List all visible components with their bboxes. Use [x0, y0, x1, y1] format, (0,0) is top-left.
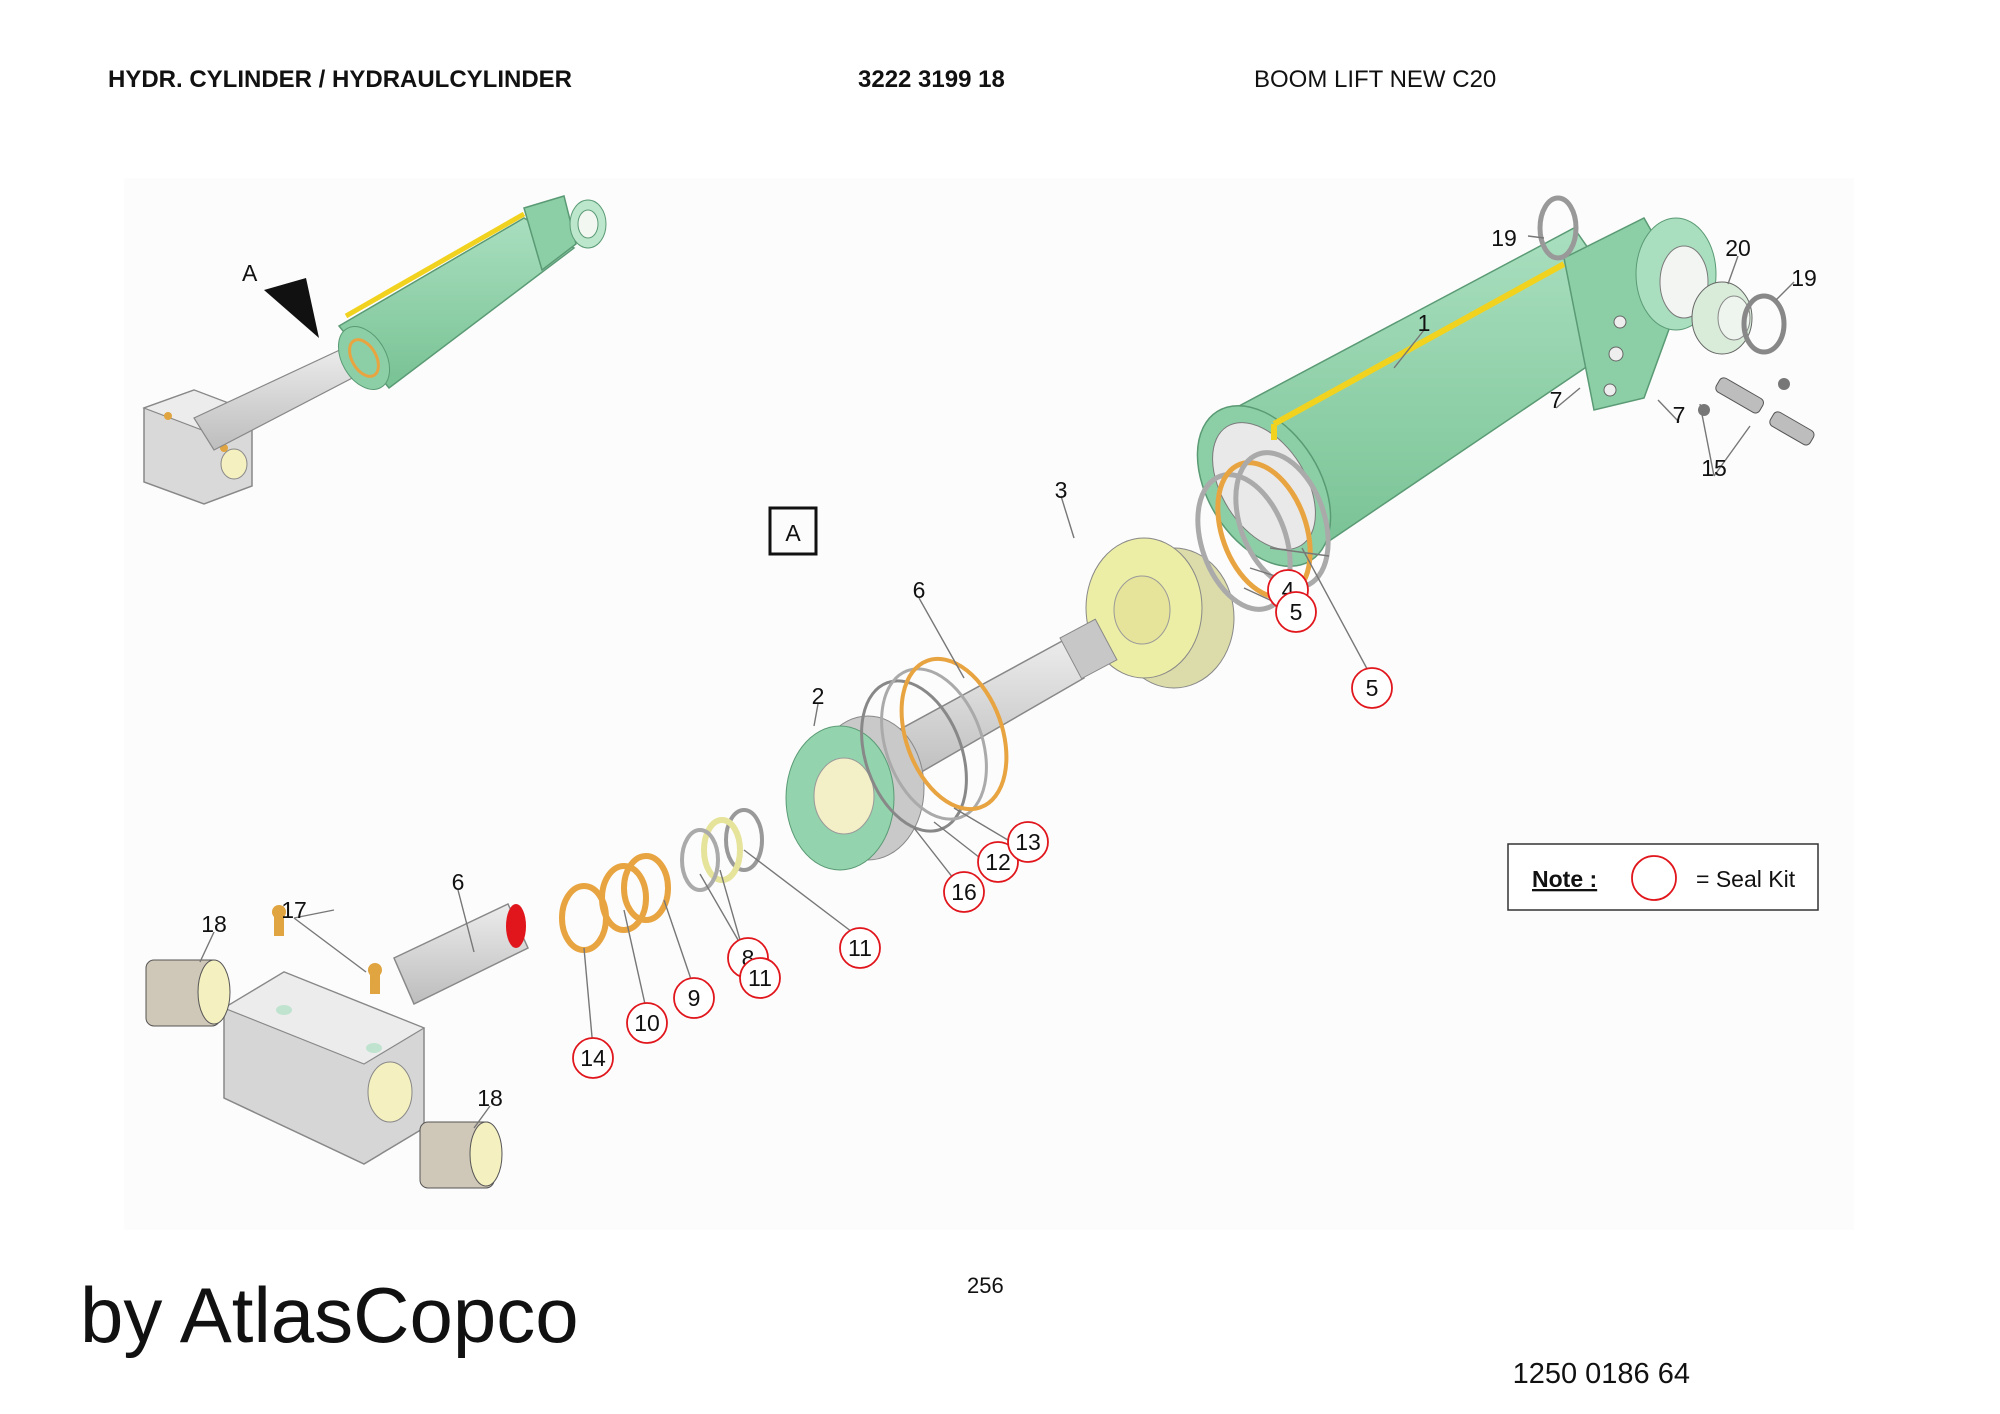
- callout-3: 3: [1055, 477, 1068, 503]
- callout-2: 2: [812, 683, 825, 709]
- seal-kit-marker: [626, 1002, 668, 1044]
- callout-19: 19: [1791, 265, 1817, 291]
- seal-kit-marker: [943, 871, 985, 913]
- grease-nipples-17: [272, 905, 382, 994]
- callout-label: 1: [1418, 310, 1431, 336]
- detail-marker-label: A: [242, 260, 258, 286]
- seal-kit-marker: [739, 957, 781, 999]
- note-label: Note :: [1532, 866, 1597, 892]
- callout-label: 13: [1015, 829, 1041, 855]
- callout-5: 5: [1351, 667, 1393, 709]
- seal-kit-marker: [673, 977, 715, 1019]
- callout-1: 1: [1418, 310, 1431, 336]
- bushings-18: [145, 959, 503, 1189]
- callout-label: 7: [1673, 402, 1686, 428]
- ring-16: [860, 679, 968, 833]
- ring-11a: [724, 808, 764, 872]
- callout-label: 3: [1055, 477, 1068, 503]
- seal-kit-circle-icon: [1631, 855, 1677, 901]
- callout-label: 12: [985, 849, 1011, 875]
- callout-label: 10: [634, 1010, 660, 1036]
- drawing-number: 1250 0186 64: [1512, 1358, 1690, 1390]
- callout-label: 11: [748, 965, 772, 991]
- exploded-view-diagram: A: [124, 178, 1854, 1390]
- callout-19: 19: [1491, 225, 1517, 251]
- callout-label: 5: [1290, 599, 1303, 625]
- callout-6: 6: [452, 869, 465, 895]
- rod-clevis: [222, 971, 426, 1165]
- callout-7: 7: [1673, 402, 1686, 428]
- seal-kit-marker: [1351, 667, 1393, 709]
- callout-label: 6: [913, 577, 926, 603]
- callout-label: 18: [201, 911, 227, 937]
- page-number: 256: [967, 1273, 1004, 1298]
- ring-8: [701, 817, 743, 883]
- callout-label: 19: [1791, 265, 1817, 291]
- seal-kit-marker: [1007, 821, 1049, 863]
- callout-label: 5: [1366, 675, 1379, 701]
- detail-arrow-icon: [264, 278, 319, 338]
- callout-10: 10: [626, 1002, 668, 1044]
- ring-5a: [1195, 472, 1293, 612]
- callout-15: 15: [1701, 455, 1727, 481]
- callout-18: 18: [477, 1085, 503, 1111]
- part-number: 3222 3199 18: [858, 66, 1005, 93]
- exploded-view-drawing: A: [142, 195, 1819, 1189]
- circlip-left: [1537, 195, 1579, 261]
- seal-kit-marker: [977, 841, 1019, 883]
- ring-12: [880, 667, 988, 821]
- callout-label: 9: [688, 985, 701, 1011]
- callout-7: 7: [1550, 387, 1563, 413]
- callout-18: 18: [201, 911, 227, 937]
- piston-rod-lower: [393, 902, 529, 1006]
- overview-head-block: [523, 195, 577, 272]
- detail-box-label: A: [785, 520, 801, 546]
- ring-11b: [680, 828, 720, 892]
- callout-label: 18: [477, 1085, 503, 1111]
- callout-label: 20: [1725, 235, 1751, 261]
- brand-footer: by AtlasCopco: [80, 1271, 579, 1359]
- ring-14: [559, 883, 609, 953]
- callout-6: 6: [913, 577, 926, 603]
- seal-kit-marker: [572, 1037, 614, 1079]
- callout-11: 11: [739, 957, 781, 999]
- callout-label: 7: [1550, 387, 1563, 413]
- callout-label: 15: [1701, 455, 1727, 481]
- callout-20: 20: [1725, 235, 1751, 261]
- cylinder-barrel: [1196, 217, 1717, 568]
- overview-cylinder: A: [142, 195, 607, 505]
- callout-label: 19: [1491, 225, 1517, 251]
- callout-12: 12: [977, 841, 1019, 883]
- note-text: = Seal Kit: [1696, 866, 1796, 892]
- detail-box: [768, 506, 818, 556]
- callout-label: 16: [951, 879, 977, 905]
- callout-17: 17: [281, 897, 307, 923]
- callout-label: 2: [812, 683, 825, 709]
- fittings-15: [1698, 377, 1815, 446]
- callout-16: 16: [943, 871, 985, 913]
- callout-9: 9: [673, 977, 715, 1019]
- seal-kit-marker: [839, 927, 881, 969]
- seal-kit-legend: Note : = Seal Kit: [1507, 843, 1819, 911]
- callout-5: 5: [1275, 591, 1317, 633]
- callout-14: 14: [572, 1037, 614, 1079]
- callout-label: 6: [452, 869, 465, 895]
- ring-13: [899, 656, 1009, 812]
- ring-9: [621, 853, 671, 923]
- circlip-right: [1741, 293, 1787, 355]
- callout-label: 14: [580, 1045, 606, 1071]
- callout-label: 17: [281, 897, 307, 923]
- callout-11: 11: [839, 927, 881, 969]
- model-name: BOOM LIFT NEW C20: [1254, 66, 1497, 93]
- seal-kit-marker: [1275, 591, 1317, 633]
- page-title: HYDR. CYLINDER / HYDRAULCYLINDER: [108, 66, 573, 93]
- callout-13: 13: [1007, 821, 1049, 863]
- piston-3: [1085, 537, 1235, 689]
- callout-label: 11: [848, 935, 872, 961]
